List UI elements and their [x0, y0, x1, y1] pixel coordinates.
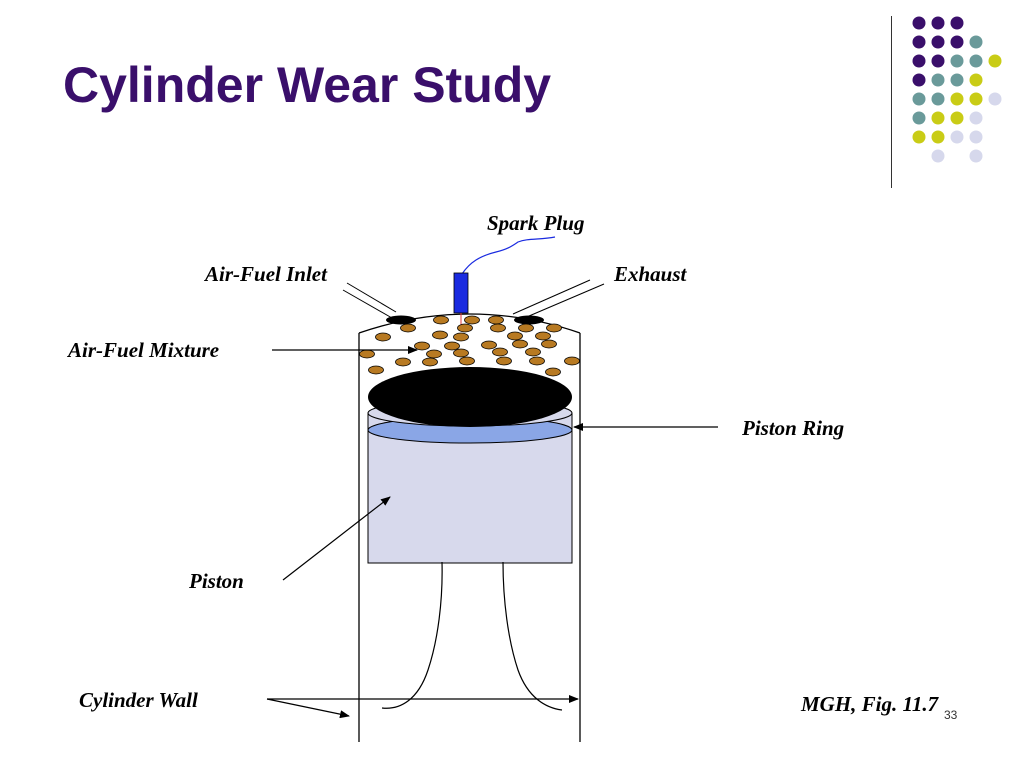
label-exhaust: Exhaust	[613, 262, 688, 286]
fuel-droplet	[496, 356, 512, 366]
decorative-dot	[912, 16, 926, 30]
label-air-fuel-inlet: Air-Fuel Inlet	[203, 262, 328, 286]
decorative-dot	[988, 92, 1002, 106]
decorative-dot	[950, 92, 964, 106]
decorative-dot	[950, 35, 964, 49]
fuel-droplet	[426, 349, 442, 359]
fuel-droplet	[518, 323, 534, 333]
decorative-dot	[931, 54, 945, 68]
fuel-droplet	[507, 331, 523, 341]
fuel-droplet	[457, 323, 473, 333]
piston-top	[368, 367, 572, 427]
label-air-fuel-mixture: Air-Fuel Mixture	[66, 338, 219, 362]
arrow-piston	[282, 496, 391, 581]
decorative-dot	[969, 111, 983, 125]
decorative-dot	[988, 54, 1002, 68]
intake-port	[342, 282, 416, 325]
decorative-dot	[912, 35, 926, 49]
fuel-droplet	[433, 315, 449, 325]
decorative-dot	[950, 73, 964, 87]
fuel-droplet	[541, 339, 557, 349]
decorative-dot	[969, 149, 983, 163]
decorative-dot	[912, 92, 926, 106]
exhaust-port	[512, 279, 605, 325]
fuel-droplet	[481, 340, 497, 350]
decorative-dot	[912, 73, 926, 87]
decorative-dot-grid	[912, 16, 1002, 163]
decorative-dot	[931, 16, 945, 30]
fuel-droplet	[535, 331, 551, 341]
decorative-dot	[912, 111, 926, 125]
decorative-dot	[931, 73, 945, 87]
connecting-rod	[381, 561, 563, 711]
fuel-droplet	[359, 349, 375, 359]
decorative-dot	[912, 54, 926, 68]
fuel-droplet	[464, 315, 480, 325]
decorative-dot	[969, 35, 983, 49]
decorative-dot	[931, 92, 945, 106]
fuel-droplet	[453, 348, 469, 358]
decorative-dot	[912, 130, 926, 144]
fuel-droplet	[400, 323, 416, 333]
fuel-droplet	[432, 330, 448, 340]
decorative-dot	[969, 92, 983, 106]
decorative-dot	[969, 54, 983, 68]
page-number: 33	[944, 708, 958, 722]
decorative-dot	[950, 111, 964, 125]
fuel-droplet	[375, 332, 391, 342]
decorative-dot	[950, 16, 964, 30]
fuel-droplet	[395, 357, 411, 367]
figure-citation: MGH, Fig. 11.7	[800, 692, 940, 716]
fuel-droplet	[453, 332, 469, 342]
fuel-droplet	[546, 323, 562, 333]
fuel-droplet	[368, 365, 384, 375]
piston	[367, 367, 573, 564]
decorative-dot	[931, 130, 945, 144]
fuel-droplet	[414, 341, 430, 351]
decorative-dot	[931, 35, 945, 49]
pointer-arrows	[266, 346, 718, 719]
fuel-droplet	[512, 339, 528, 349]
fuel-droplet	[529, 356, 545, 366]
fuel-droplet	[525, 347, 541, 357]
fuel-droplet	[490, 323, 506, 333]
fuel-droplet	[422, 357, 438, 367]
label-piston-ring: Piston Ring	[741, 416, 844, 440]
fuel-droplets	[359, 315, 580, 377]
decorative-dot	[969, 130, 983, 144]
decorative-dot	[931, 149, 945, 163]
decorative-dot	[969, 73, 983, 87]
decorative-dot	[931, 111, 945, 125]
label-spark-plug: Spark Plug	[487, 211, 584, 235]
fuel-droplet	[564, 356, 580, 366]
fuel-droplet	[488, 315, 504, 325]
decorative-dot	[950, 54, 964, 68]
arrow-cylinder-wall-left	[266, 698, 350, 719]
fuel-droplet	[444, 341, 460, 351]
fuel-droplet	[545, 367, 561, 377]
slide-title: Cylinder Wear Study	[63, 57, 552, 113]
label-piston: Piston	[188, 569, 244, 593]
decorative-dot	[950, 130, 964, 144]
label-cylinder-wall: Cylinder Wall	[79, 688, 198, 712]
cylinder-walls	[358, 333, 581, 742]
fuel-droplet	[492, 347, 508, 357]
title-divider	[891, 16, 892, 188]
fuel-droplet	[459, 356, 475, 366]
